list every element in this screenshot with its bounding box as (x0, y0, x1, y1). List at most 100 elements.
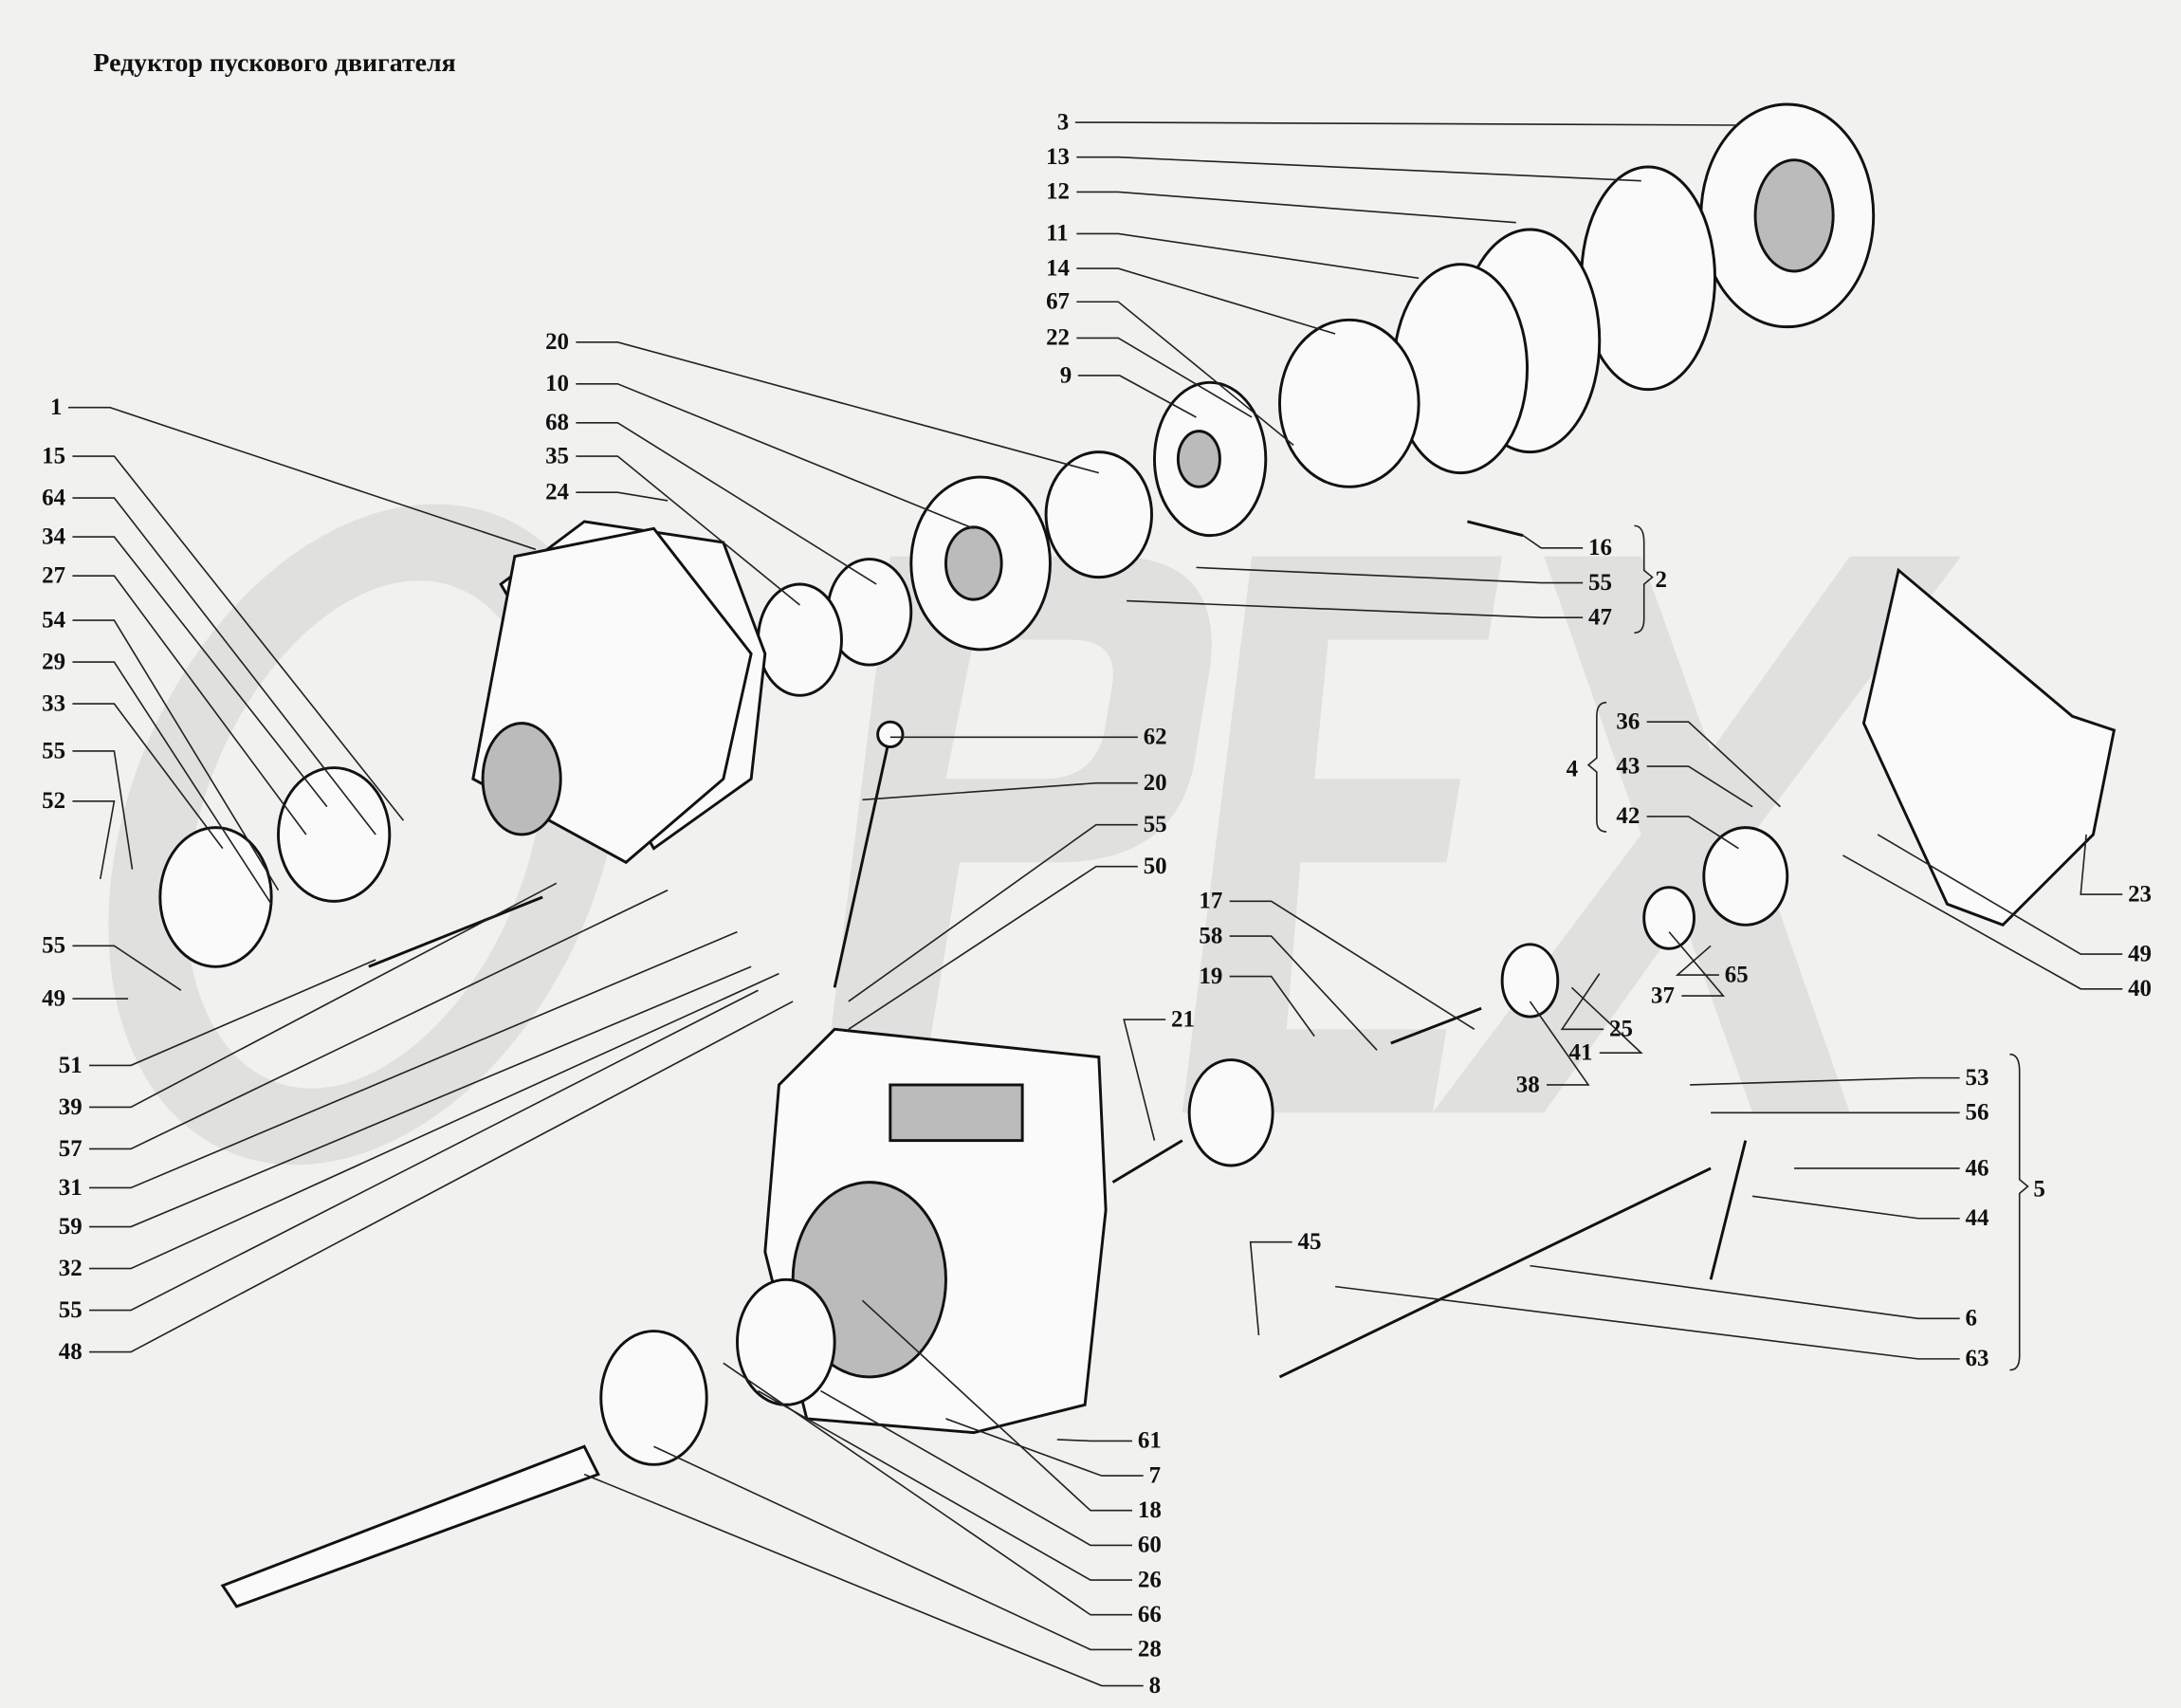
callout-label: 64 (42, 485, 65, 510)
part-bushing-37 (1642, 886, 1695, 950)
callout-label: 8 (1149, 1673, 1161, 1699)
leader-line (1560, 973, 1604, 1031)
callout-label: 37 (1651, 983, 1675, 1008)
leader-line (68, 406, 537, 551)
part-lever-62 (833, 734, 892, 988)
part-bearing-60 (736, 1277, 836, 1406)
leader-line (1570, 986, 1643, 1055)
callout-label: 50 (1144, 854, 1167, 879)
leader-line (862, 781, 1138, 801)
leader-line (1646, 816, 1739, 850)
callout-label: 3 (1057, 109, 1069, 135)
callout-label: 57 (59, 1136, 82, 1162)
callout-label: 19 (1199, 964, 1222, 989)
callout-label: 55 (59, 1297, 82, 1323)
parts-drawing (158, 102, 2117, 1608)
part-spring-ring-20 (1044, 450, 1153, 579)
callout-label: 43 (1616, 753, 1640, 779)
callout-label: 34 (42, 523, 65, 549)
callout-label: 55 (42, 933, 65, 959)
callout-label: 14 (1046, 255, 1070, 281)
callout-label: 66 (1138, 1602, 1162, 1627)
leader-line (1076, 191, 1516, 224)
leader-line (576, 422, 877, 585)
callout-label: 52 (42, 788, 65, 814)
brace-group-2 (1634, 524, 1654, 634)
part-drum-bore (944, 525, 1003, 601)
callout-label: 67 (1046, 289, 1070, 315)
leader-line (1646, 721, 1781, 808)
part-plate-33 (158, 826, 273, 968)
callout-label: 17 (1199, 889, 1222, 914)
part-disk-13 (1580, 165, 1716, 392)
callout-label: 56 (1965, 1100, 1989, 1126)
callout-labels: 1156434275429335552554951395731593255482… (42, 109, 2152, 1698)
callout-label: 53 (1965, 1065, 1989, 1091)
callout-label: 7 (1149, 1462, 1161, 1488)
leader-line (1123, 1019, 1166, 1141)
callout-label: 44 (1965, 1205, 1989, 1231)
leader-line (945, 1418, 1144, 1477)
part-housing-window (889, 1083, 1024, 1143)
callout-label: 51 (59, 1053, 82, 1078)
watermark-logo (108, 504, 1962, 1166)
leader-line (1752, 1195, 1960, 1220)
callout-label: 55 (1144, 812, 1167, 837)
callout-label: 40 (2128, 976, 2152, 1001)
callout-label: 60 (1138, 1533, 1162, 1558)
leader-line (848, 865, 1138, 1030)
group-label-2: 2 (1655, 567, 1666, 593)
part-sleeve-19 (1187, 1058, 1274, 1167)
leader-line (653, 1445, 1132, 1651)
group-label-4: 4 (1567, 756, 1578, 781)
callout-label: 24 (545, 480, 569, 505)
leader-line (576, 382, 975, 530)
callout-label: 22 (1046, 325, 1070, 351)
leader-line (1229, 935, 1378, 1051)
leader-line (758, 1389, 1132, 1581)
leader-line (1530, 1264, 1960, 1320)
callout-label: 1 (50, 395, 62, 420)
leader-line (72, 497, 376, 836)
part-gear-crown-bore (1753, 158, 1835, 273)
leader-line (1076, 156, 1641, 182)
part-pump-34 (277, 766, 392, 903)
callout-label: 61 (1138, 1428, 1162, 1454)
callout-label: 58 (1199, 923, 1222, 948)
watermark-letter-x (1432, 556, 1962, 1113)
leader-line (72, 455, 405, 821)
brace-group-4 (1586, 701, 1607, 833)
leader-line (1076, 232, 1420, 280)
callout-label: 59 (59, 1214, 82, 1240)
callout-label: 35 (545, 443, 569, 468)
leader-line (1877, 834, 2123, 955)
leader-line (1127, 599, 1584, 618)
part-spring-16 (1467, 520, 1524, 538)
leader-line (1077, 375, 1197, 418)
callout-label: 21 (1171, 1006, 1195, 1032)
leader-line (89, 930, 738, 1189)
leader-line (1074, 121, 1739, 126)
leader-line (72, 799, 116, 880)
brace-group-5 (2009, 1053, 2029, 1371)
group-label-5: 5 (2033, 1176, 2044, 1202)
leader-line (1646, 765, 1753, 808)
callout-label: 12 (1046, 179, 1070, 205)
leader-line (89, 989, 759, 1312)
leader-lines (68, 121, 2123, 1687)
leader-line (72, 661, 272, 905)
part-shaft-8 (220, 1444, 600, 1608)
callout-label: 15 (42, 443, 65, 468)
leader-line (2080, 834, 2123, 895)
callout-label: 55 (1588, 570, 1612, 596)
callout-label: 20 (545, 329, 569, 355)
leader-line (72, 619, 280, 891)
leader-line (1690, 1076, 1960, 1086)
callout-label: 68 (545, 410, 569, 435)
leader-line (576, 340, 1100, 474)
leader-line (583, 1473, 1144, 1687)
leader-line (1335, 1285, 1960, 1360)
leader-line (89, 889, 669, 1150)
leader-line (848, 823, 1138, 1002)
